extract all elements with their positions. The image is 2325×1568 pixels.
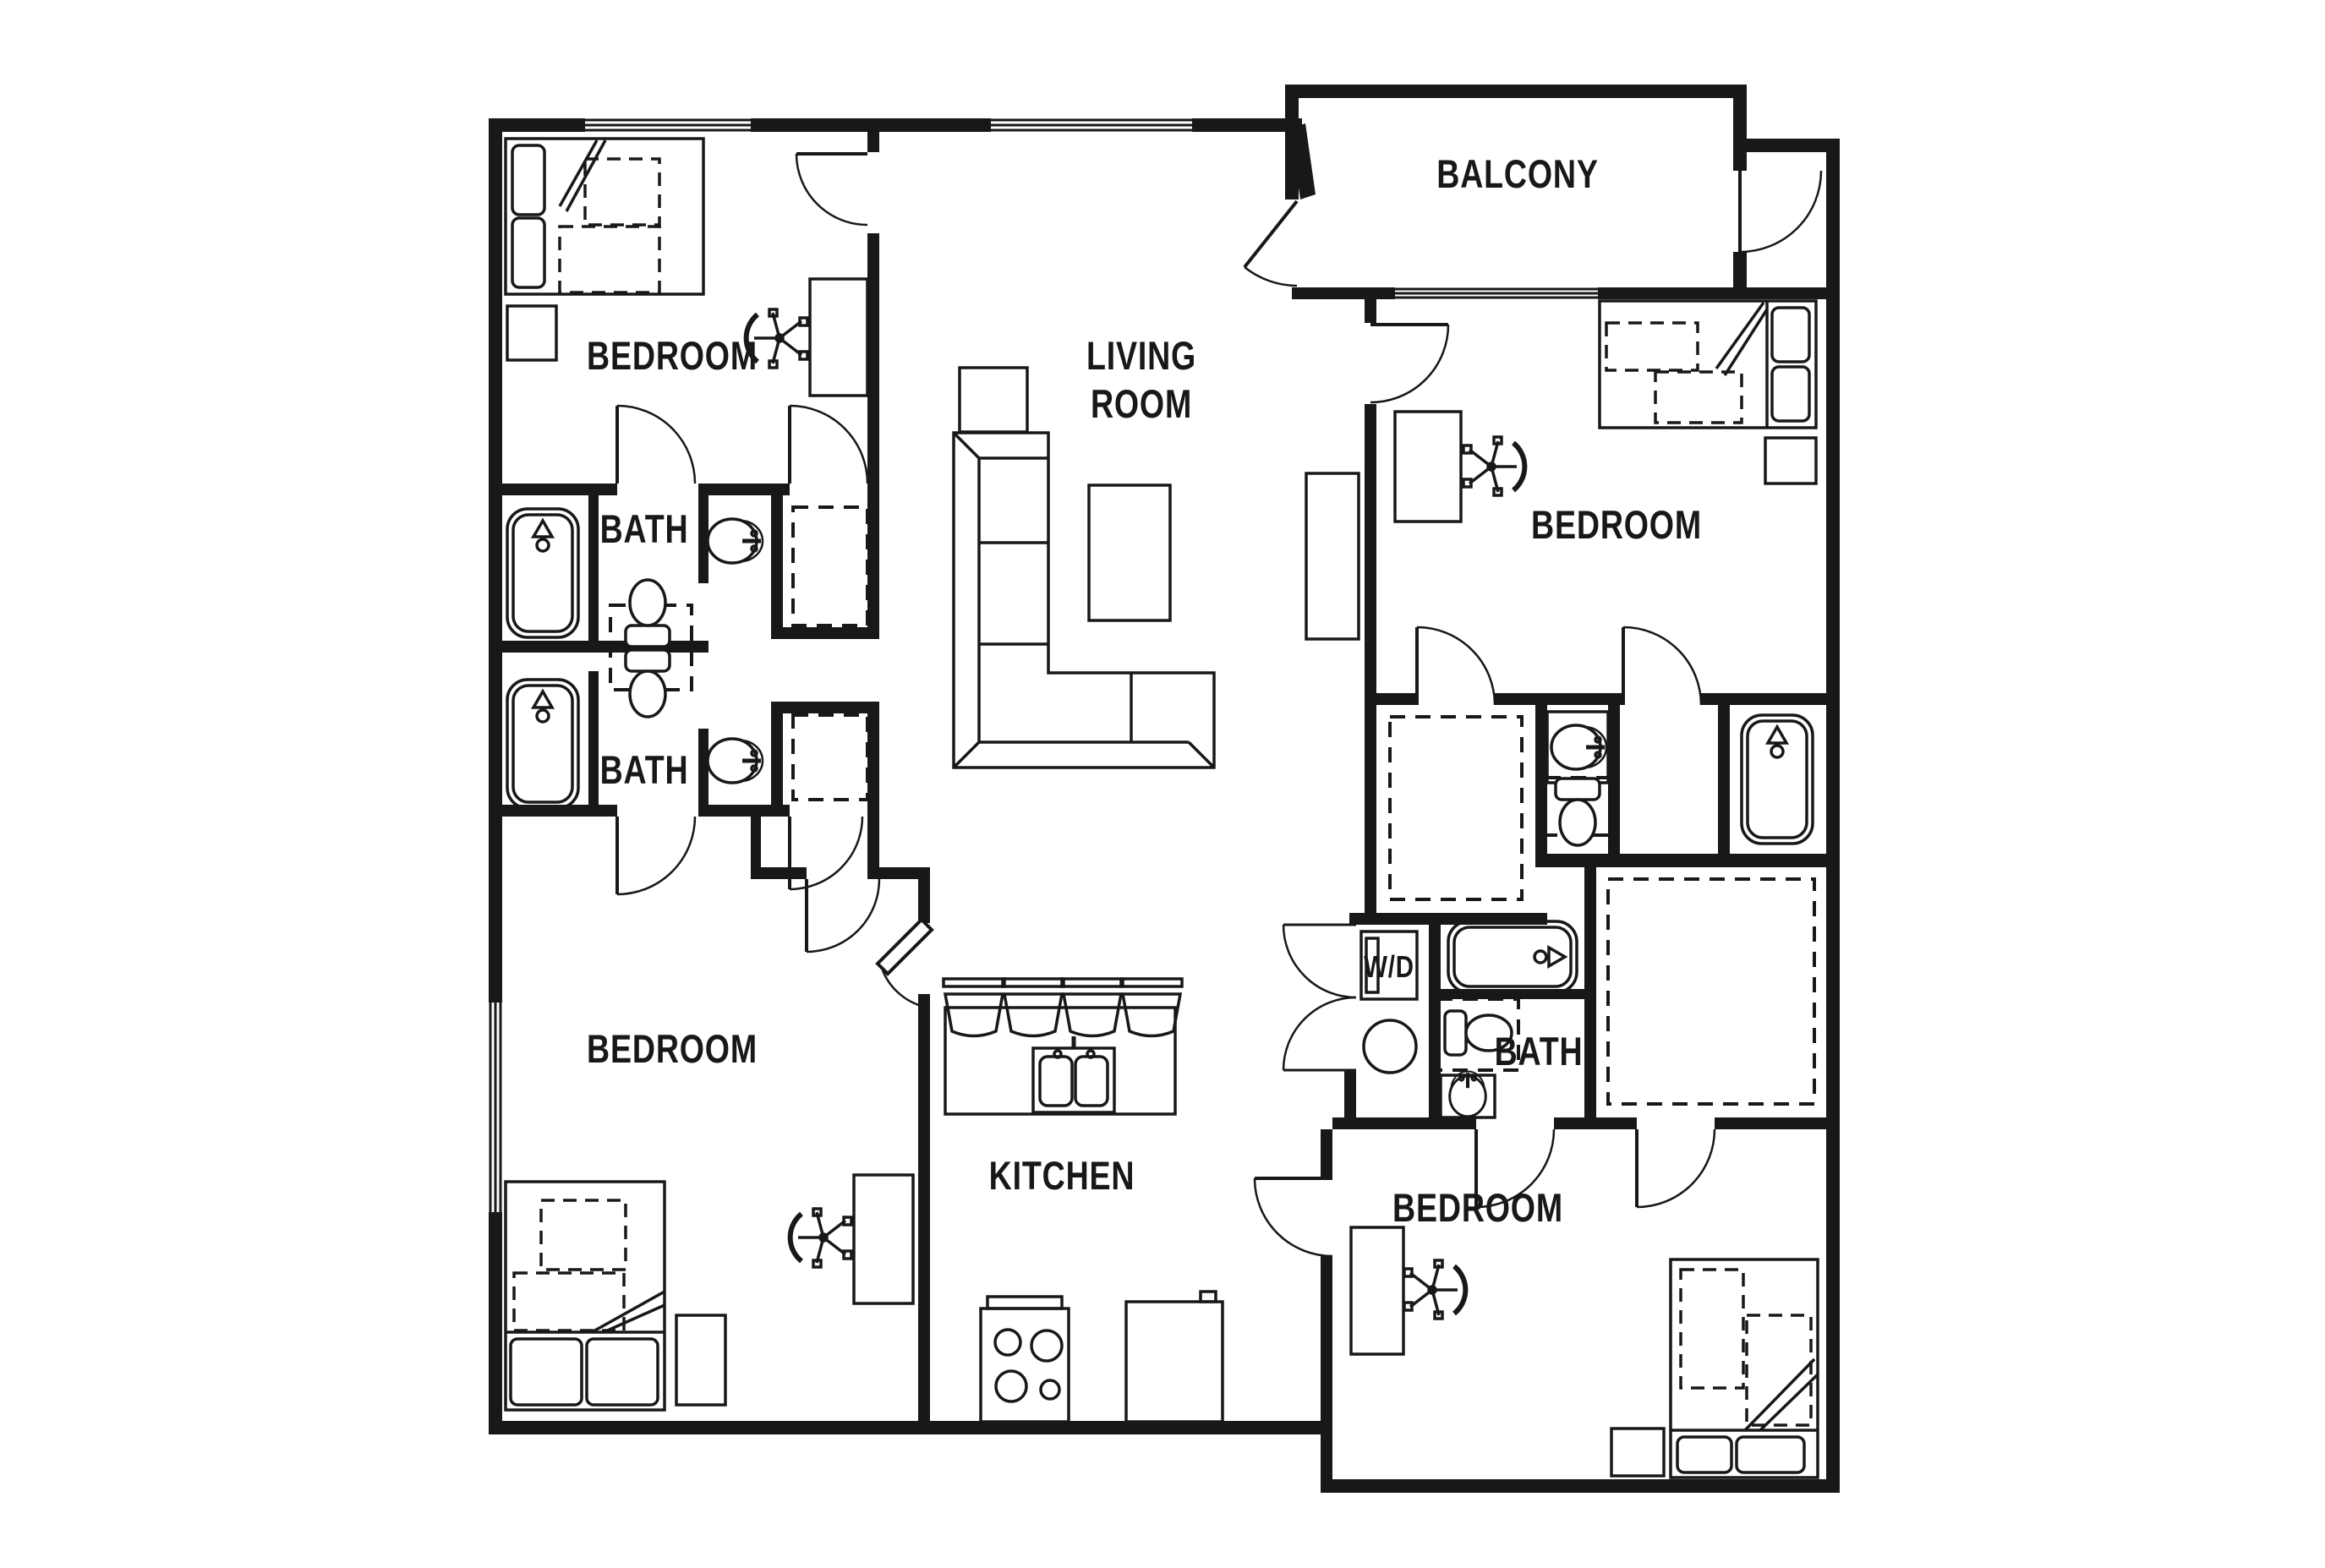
door-closet-top-left (788, 404, 869, 484)
label-bath-mid-left: BATH (600, 748, 689, 793)
desk (1393, 410, 1463, 523)
label-bedroom-bottom-left: BEDROOM (587, 1027, 758, 1072)
door-kitchen-angled (875, 917, 934, 1009)
toilet-icon (624, 648, 671, 718)
bed-pillow (1770, 306, 1811, 363)
bathtub-icon (506, 678, 580, 810)
dashed-regions (609, 505, 1816, 1106)
balcony-jamb-wall (1290, 123, 1316, 199)
door-bedroom-bottom-left-entry (805, 878, 881, 953)
bed-pillow (1770, 365, 1811, 423)
refrigerator (1124, 1290, 1224, 1423)
desk (808, 277, 869, 397)
toilet-icon (624, 578, 671, 648)
door-bedroom-bottom-right-entry (1253, 1177, 1333, 1258)
door-bedroom-top-right-entry (1370, 323, 1450, 404)
side-table (958, 366, 1029, 434)
label-living-line2: ROOM (1091, 382, 1192, 427)
bed-pillow (511, 144, 546, 216)
door-bath-mid-left (615, 816, 697, 896)
door-bath-top-left (615, 404, 697, 484)
label-bath-right: BATH (1495, 1030, 1584, 1074)
bed-pillow (509, 1337, 583, 1407)
label-living-line1: LIVING (1086, 334, 1196, 379)
desk-chair-icon (1404, 1260, 1465, 1319)
label-bedroom-top-right: BEDROOM (1531, 503, 1702, 548)
closet-dashed-bottom-left (791, 713, 869, 801)
sectional-sofa (952, 431, 1216, 769)
bathtub-icon (1740, 713, 1814, 845)
window (585, 118, 751, 132)
closet-dashed-bottom-right (1606, 877, 1816, 1106)
door-closet-bottom-left (788, 816, 864, 891)
doors (615, 152, 1823, 1258)
door-bath-top-right (1622, 626, 1703, 706)
kitchen-island (944, 1006, 1177, 1116)
nightstand (1610, 1427, 1666, 1478)
label-kitchen: KITCHEN (989, 1154, 1135, 1199)
washer-dryer-unit (1359, 930, 1419, 1001)
toilet-icon (1554, 777, 1601, 847)
sink-icon (1450, 1071, 1486, 1116)
closet-dashed-top-left (791, 505, 869, 627)
bed-pillow (511, 216, 546, 289)
bed (1598, 299, 1818, 429)
nightstand (506, 304, 558, 362)
window (991, 118, 1192, 132)
label-bedroom-top-left: BEDROOM (587, 334, 758, 379)
sink-icon (708, 519, 763, 563)
window (1395, 287, 1598, 299)
walls (489, 85, 1840, 1493)
window (489, 1003, 502, 1212)
door-closet-bottom-right (1635, 1128, 1716, 1209)
door-balcony-living (1243, 199, 1299, 287)
closet-dashed-top-right (1388, 715, 1524, 901)
bathtub-icon (1447, 920, 1578, 994)
desk-chair-icon (790, 1209, 851, 1267)
bathtub-icon (506, 507, 580, 639)
desk-chair-icon (1463, 437, 1524, 495)
sink-icon (1551, 725, 1606, 769)
door-balcony-bedroom (1738, 170, 1823, 254)
label-bedroom-bottom-right: BEDROOM (1392, 1186, 1563, 1231)
windows (489, 118, 1598, 1212)
stove (979, 1295, 1070, 1423)
coffee-table (1087, 484, 1172, 622)
door-closet-top-right (1415, 626, 1496, 706)
label-bath-top-left: BATH (600, 507, 689, 552)
fixtures (504, 137, 1819, 1479)
label-balcony: BALCONY (1436, 152, 1598, 197)
bed-pillow (1676, 1435, 1733, 1474)
water-heater (1362, 1019, 1418, 1074)
nightstand (1764, 436, 1818, 485)
desk (1349, 1226, 1405, 1356)
bed (504, 137, 705, 296)
door-laundry-bifold (1282, 923, 1357, 1072)
desk (852, 1173, 915, 1305)
toilet-chase-bottom-right (1436, 997, 1520, 1072)
nightstand (675, 1314, 727, 1407)
bed-pillow (1735, 1435, 1806, 1474)
bed (1669, 1258, 1819, 1479)
door-bedroom-top-left-entry (795, 152, 868, 227)
label-laundry: W/D (1364, 949, 1414, 983)
room-labels: BEDROOM BATH BATH BEDROOM LIVING ROOM BA… (587, 152, 1702, 1231)
bed (504, 1180, 666, 1412)
sink-icon (708, 739, 763, 783)
tv-stand (1305, 472, 1360, 641)
door-bath-right (1474, 1128, 1556, 1209)
bed-pillow (585, 1337, 659, 1407)
